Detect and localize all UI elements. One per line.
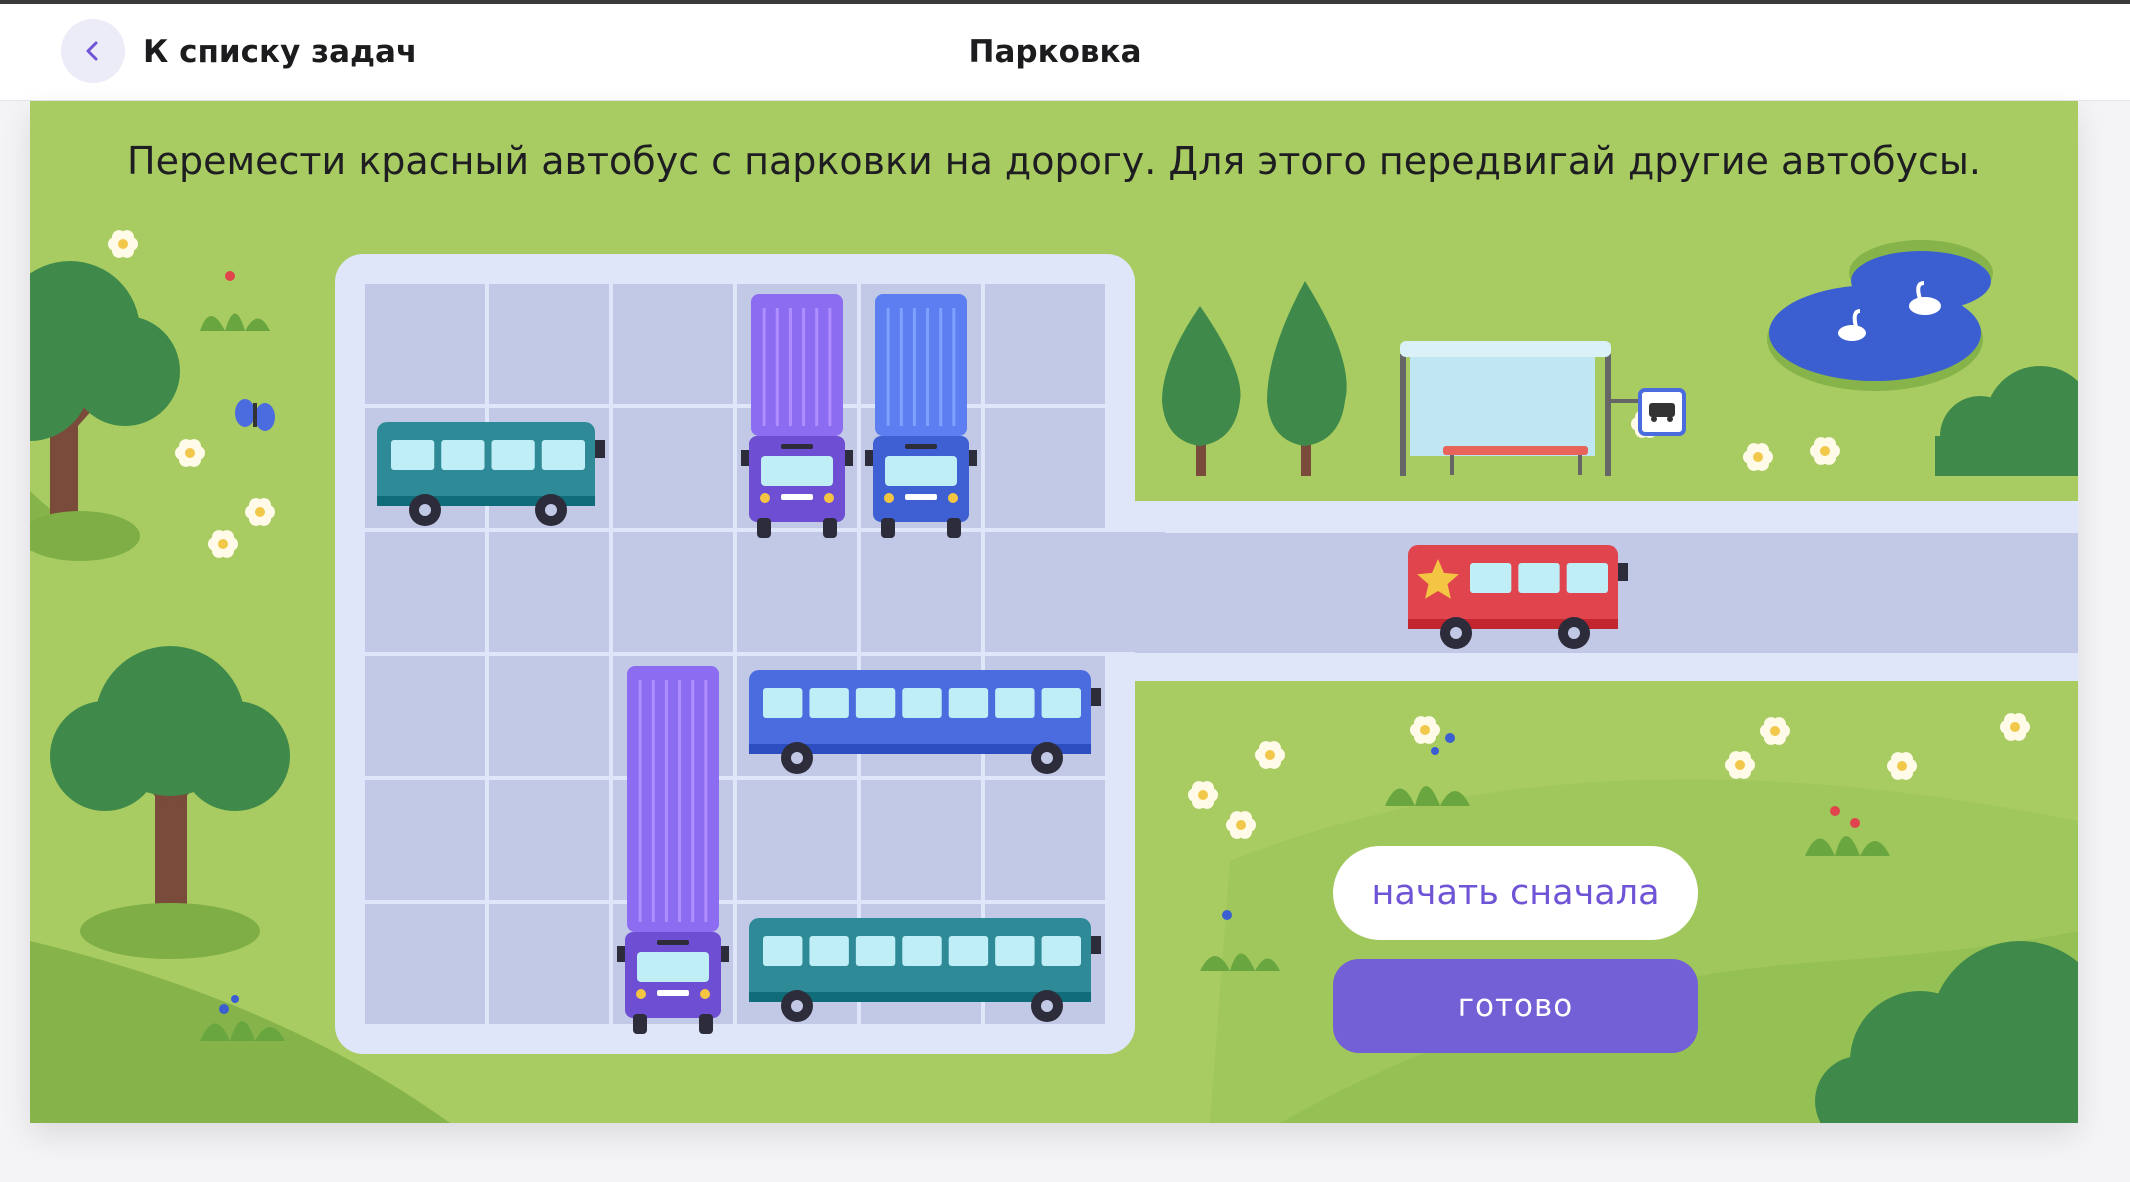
vehicle-purple-truck-bottom[interactable]	[617, 666, 729, 1034]
grid-cell	[365, 780, 485, 900]
back-button[interactable]	[61, 19, 125, 83]
grid-cell	[737, 780, 857, 900]
grid-cell	[365, 532, 485, 652]
cypress-tree-1	[1162, 306, 1241, 476]
flower	[208, 530, 238, 558]
game-scene: Перемести красный автобус с парковки на …	[30, 101, 2078, 1123]
page-title: Парковка	[968, 34, 1142, 70]
chevron-left-icon	[86, 41, 98, 61]
instruction-text: Перемести красный автобус с парковки на …	[127, 139, 1981, 183]
restart-button[interactable]: начать сначала	[1333, 846, 1698, 940]
vehicle-blue-truck-top[interactable]	[865, 294, 977, 538]
grid-cell	[365, 904, 485, 1024]
grid-cell	[985, 532, 1105, 652]
grid-cell	[861, 780, 981, 900]
flower-stems	[219, 271, 1860, 1014]
scene-illustration	[30, 101, 2078, 1123]
grid-cell	[985, 284, 1105, 404]
vehicle-teal-bus-top[interactable]	[377, 422, 605, 526]
done-button[interactable]: готово	[1333, 959, 1698, 1053]
flower	[1255, 741, 1285, 769]
grid-cell	[365, 656, 485, 776]
vehicles	[377, 294, 1101, 1034]
lot-exit	[1105, 532, 1165, 652]
flower	[1760, 717, 1790, 745]
bush-bottom-right	[1815, 941, 2078, 1123]
header: К списку задач Парковка	[0, 4, 2130, 101]
grid-cell	[613, 532, 733, 652]
grid-cell	[489, 656, 609, 776]
flower	[1725, 751, 1755, 779]
flower	[175, 439, 205, 467]
vehicle-blue-bus-long[interactable]	[749, 670, 1101, 774]
grid-cell	[489, 532, 609, 652]
grid-cell	[985, 780, 1105, 900]
grass-tufts	[200, 313, 1890, 1041]
vehicle-teal-bus-bottom[interactable]	[749, 918, 1101, 1022]
flower	[1188, 781, 1218, 809]
butterfly	[235, 399, 275, 431]
grid-cell	[861, 532, 981, 652]
grid-cell	[613, 408, 733, 528]
tree-middle-left	[50, 646, 290, 959]
bus-sign-icon	[1638, 388, 1686, 436]
grid-cell	[985, 408, 1105, 528]
bush-top-right	[1935, 366, 2078, 476]
flower	[1226, 811, 1256, 839]
grid-cell	[489, 780, 609, 900]
cypress-tree-2	[1267, 281, 1347, 476]
grid-cell	[489, 284, 609, 404]
grid-cell	[613, 284, 733, 404]
grid-cell	[365, 284, 485, 404]
flower	[245, 498, 275, 526]
red-target-bus[interactable]	[1408, 545, 1628, 649]
back-link[interactable]: К списку задач	[143, 34, 418, 70]
flower	[1887, 752, 1917, 780]
pond	[1767, 240, 1993, 391]
bus-stop-shelter	[1400, 341, 1639, 476]
flower	[1743, 443, 1773, 471]
flower	[2000, 713, 2030, 741]
top-edge	[0, 0, 2130, 4]
flower	[1410, 716, 1440, 744]
grid-cell	[737, 532, 857, 652]
flower	[108, 230, 138, 258]
flower	[1810, 437, 1840, 465]
tree-top-left	[30, 261, 180, 561]
vehicle-purple-truck-top[interactable]	[741, 294, 853, 538]
grid-cell	[489, 904, 609, 1024]
